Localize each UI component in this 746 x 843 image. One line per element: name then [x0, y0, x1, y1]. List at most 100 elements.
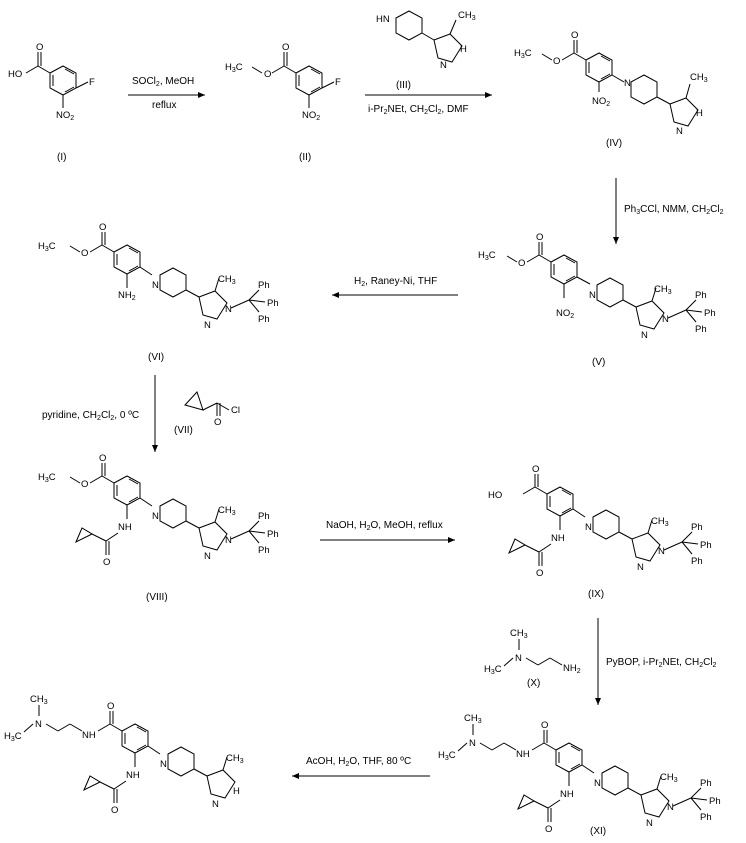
atom-f: F: [335, 77, 341, 88]
atom-ph: Ph: [704, 308, 716, 319]
atom-no2: NO2: [592, 96, 610, 108]
atom-ph: Ph: [267, 529, 279, 540]
atom-no2: NO2: [302, 110, 320, 122]
atom-o: O: [536, 568, 543, 579]
atom-n: N: [160, 759, 167, 770]
compound-IX-structure: HO O N NH O CH3 N N Ph Ph Ph: [488, 464, 712, 579]
atom-h3c: H3C: [38, 472, 56, 484]
atom-n: N: [225, 535, 232, 546]
atom-n: N: [676, 126, 683, 137]
atom-no2: NO2: [56, 110, 74, 122]
atom-ch3: CH3: [226, 753, 244, 765]
atom-o: O: [111, 805, 118, 816]
compound-VI-structure: H3C O O N NH2 CH3 N N Ph Ph Ph: [38, 222, 279, 331]
atom-ch3: CH3: [660, 772, 678, 784]
label-compound-iii: (III): [396, 80, 411, 91]
atom-o: O: [36, 42, 43, 53]
atom-o: O: [518, 258, 525, 269]
label-compound-vii: (VII): [174, 425, 193, 436]
atom-nh: NH: [126, 770, 140, 781]
label-compound-x: (X): [527, 678, 540, 689]
atom-o: O: [545, 824, 552, 835]
atom-ph: Ph: [691, 556, 703, 567]
atom-ch3: CH3: [218, 274, 236, 286]
atom-o: O: [81, 479, 88, 490]
atom-nh: NH: [82, 730, 96, 741]
label-compound-ii: (II): [299, 152, 311, 163]
atom-hn: HN: [376, 14, 390, 25]
atom-ph: Ph: [258, 314, 270, 325]
atom-ph: Ph: [267, 298, 279, 309]
label-compound-v: (V): [592, 357, 605, 368]
atom-n: N: [469, 738, 476, 749]
atom-ch3: CH3: [218, 505, 236, 517]
atom-f: F: [89, 77, 95, 88]
atom-ph: Ph: [700, 778, 712, 789]
atom-ch3: CH3: [458, 10, 476, 22]
atom-n: N: [589, 290, 596, 301]
condition-step6: NaOH, H2O, MeOH, reflux: [326, 520, 443, 532]
compound-II-structure: H3C O O F NO2: [225, 42, 341, 122]
atom-ph: Ph: [258, 511, 270, 522]
condition-step5: pyridine, CH2Cl2, 0 ºC: [42, 410, 139, 422]
atom-no2: NO2: [556, 308, 574, 320]
atom-n: N: [225, 304, 232, 315]
atom-nh: H: [233, 786, 240, 797]
atom-n: N: [662, 314, 669, 325]
atom-h3c: H3C: [484, 664, 502, 676]
atom-o: O: [214, 417, 221, 428]
atom-h3c: H3C: [38, 241, 56, 253]
label-compound-i: (I): [57, 152, 66, 163]
final-product-structure: CH3 N H3C NH O N NH O CH3 H N: [4, 694, 244, 816]
atom-ch3: CH3: [30, 694, 48, 706]
atom-ph: Ph: [258, 280, 270, 291]
atom-ch3: CH3: [690, 72, 708, 84]
compound-IV-structure: H3C O O N NO2 CH3 H N: [514, 30, 708, 137]
atom-n: N: [152, 280, 159, 291]
condition-step7: PyBOP, i-Pr2NEt, CH2Cl2: [606, 657, 717, 669]
atom-nh: NH: [516, 749, 530, 760]
atom-ho: HO: [8, 69, 22, 80]
atom-h3c: H3C: [514, 48, 532, 60]
atom-n: N: [212, 799, 219, 810]
label-compound-iv: (IV): [606, 138, 622, 149]
atom-nh: NH: [551, 533, 565, 544]
atom-ch3: CH3: [654, 284, 672, 296]
compound-V-structure: H3C O O N NO2 CH3 N N Ph Ph Ph: [478, 232, 716, 341]
reagent-X-structure: CH3 N H3C NH2: [484, 628, 581, 676]
condition-step1-top: SOCl2, MeOH: [132, 76, 194, 88]
atom-o: O: [264, 69, 271, 80]
atom-n: N: [204, 551, 211, 562]
atom-o: O: [553, 56, 560, 67]
atom-ch3: CH3: [510, 628, 528, 640]
condition-step2: i-Pr2NEt, CH2Cl2, DMF: [368, 104, 469, 116]
compound-XI-structure: CH3 N H3C NH O N NH O CH3 N N Ph Ph Ph: [438, 713, 721, 835]
atom-h3c: H3C: [4, 731, 22, 743]
condition-step3: Ph3CCl, NMM, CH2Cl2: [624, 204, 724, 216]
atom-ch3: CH3: [464, 713, 482, 725]
atom-o: O: [103, 557, 110, 568]
atom-n: N: [637, 562, 644, 573]
atom-n: N: [641, 330, 648, 341]
atom-n: N: [35, 719, 42, 730]
atom-ph: Ph: [695, 324, 707, 335]
atom-h3c: H3C: [438, 750, 456, 762]
atom-n: N: [515, 653, 522, 664]
atom-n: N: [624, 78, 631, 89]
atom-ph: Ph: [700, 812, 712, 823]
atom-n: N: [646, 818, 653, 829]
atom-nh: H: [460, 44, 467, 55]
atom-nh: H: [696, 108, 703, 119]
atom-n: N: [594, 778, 601, 789]
atom-n: N: [440, 60, 447, 71]
condition-step1-bottom: reflux: [152, 100, 176, 111]
atom-n: N: [204, 320, 211, 331]
atom-o: O: [99, 453, 106, 464]
label-compound-viii: (VIII): [146, 592, 168, 603]
compound-I-structure: HO O F NO2: [8, 42, 95, 122]
atom-o: O: [532, 464, 539, 475]
atom-ch3: CH3: [651, 516, 669, 528]
atom-ph: Ph: [700, 540, 712, 551]
atom-h3c: H3C: [225, 62, 243, 74]
